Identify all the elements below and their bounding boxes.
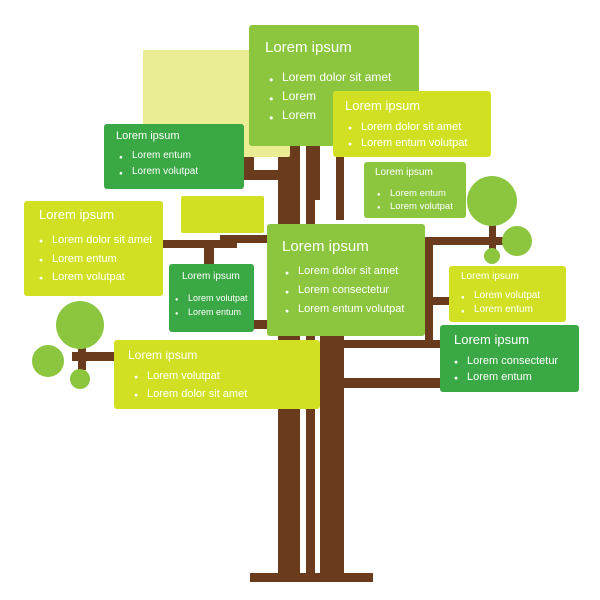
box-item: Lorem dolor sit amet: [348, 119, 467, 137]
box-item: Lorem volutpat: [119, 164, 198, 182]
box-item: Lorem: [269, 87, 391, 108]
info-box-center: Lorem ipsum Lorem dolor sit amet Lorem c…: [267, 224, 425, 336]
box-title: Lorem ipsum: [128, 348, 198, 362]
branch: [244, 155, 254, 180]
decorative-yellow-block: [181, 196, 264, 233]
branch: [425, 240, 433, 340]
box-title: Lorem ipsum: [182, 271, 240, 282]
branch: [344, 340, 444, 348]
info-box-upper-left: Lorem ipsum Lorem entum Lorem volutpat: [104, 124, 244, 189]
box-title: Lorem ipsum: [345, 98, 421, 113]
leaf-circle: [70, 369, 90, 389]
leaf-circles: [32, 176, 532, 389]
branch: [340, 378, 442, 388]
branch: [78, 330, 86, 370]
info-box-left: Lorem ipsum Lorem dolor sit amet Lorem e…: [24, 201, 163, 296]
box-title: Lorem ipsum: [454, 332, 530, 347]
branch: [246, 170, 300, 180]
box-item: Lorem entum volutpat: [285, 300, 404, 321]
box-item: Lorem entum volutpat: [348, 135, 467, 153]
info-box-small-right: Lorem ipsum Lorem entum Lorem volutpat: [364, 162, 466, 218]
box-item: Lorem dolor sit amet: [39, 231, 152, 251]
box-title: Lorem ipsum: [282, 238, 369, 255]
branch: [311, 140, 320, 200]
box-item: Lorem: [269, 106, 391, 127]
info-box-lower-left: Lorem ipsum Lorem volutpat Lorem dolor s…: [114, 340, 320, 409]
branch: [204, 240, 214, 265]
branch: [425, 297, 453, 305]
box-item: Lorem dolor sit amet: [134, 385, 247, 405]
branch: [425, 237, 505, 245]
branch: [336, 150, 344, 220]
box-item: Lorem volutpat: [377, 200, 453, 215]
branch: [72, 352, 117, 361]
box-title: Lorem ipsum: [116, 130, 180, 142]
tree-base: [250, 573, 373, 582]
info-box-lower-right: Lorem ipsum Lorem consectetur Lorem entu…: [440, 325, 579, 392]
box-title: Lorem ipsum: [265, 39, 352, 56]
trunk-stripe: [320, 330, 344, 573]
box-item: Lorem entum: [119, 148, 198, 166]
leaf-circle: [502, 226, 532, 256]
box-item: Lorem volutpat: [175, 291, 247, 307]
branch: [162, 240, 237, 248]
box-item: Lorem entum: [175, 305, 248, 321]
info-box-center-left: Lorem ipsum Lorem volutpat Lorem entum: [169, 264, 254, 332]
box-item: Lorem consectetur: [285, 281, 404, 302]
leaf-circle: [32, 345, 64, 377]
box-item: Lorem entum: [377, 187, 453, 202]
leaf-circle: [467, 176, 517, 226]
leaf-circle: [484, 248, 500, 264]
box-title: Lorem ipsum: [39, 207, 115, 222]
box-item: Lorem volutpat: [39, 268, 152, 288]
box-title: Lorem ipsum: [375, 167, 433, 178]
info-box-right: Lorem ipsum Lorem volutpat Lorem entum: [449, 266, 566, 322]
box-item: Lorem entum: [39, 250, 152, 270]
info-box-top-right: Lorem ipsum Lorem dolor sit amet Lorem e…: [333, 91, 491, 157]
branch: [489, 220, 496, 250]
box-item: Lorem entum: [461, 303, 540, 319]
box-item: Lorem volutpat: [134, 367, 247, 387]
leaf-circle: [56, 301, 104, 349]
branch: [220, 235, 300, 243]
box-item: Lorem dolor sit amet: [269, 68, 391, 89]
branch: [225, 320, 285, 329]
box-title: Lorem ipsum: [461, 271, 519, 282]
box-item: Lorem dolor sit amet: [285, 262, 404, 283]
box-item: Lorem entum: [454, 369, 558, 387]
box-item: Lorem volutpat: [461, 289, 540, 305]
box-item: Lorem consectetur: [454, 353, 558, 371]
